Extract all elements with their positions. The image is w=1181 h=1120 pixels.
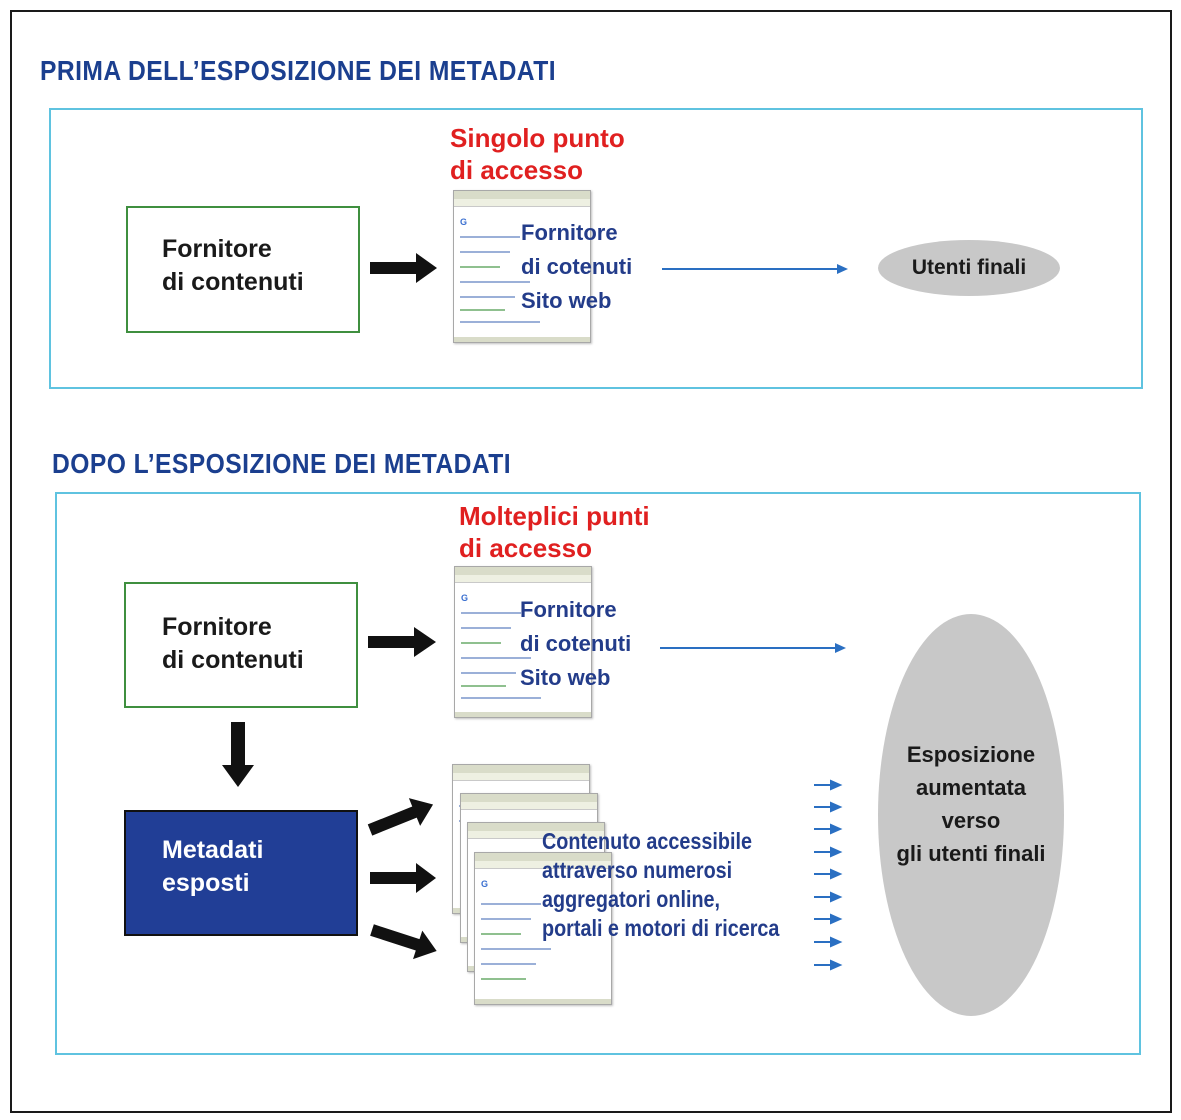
black-arrow-icon: [367, 798, 434, 836]
small-blue-arrows: [814, 779, 843, 971]
end-users-ellipse: [878, 240, 1060, 296]
provider-label-line: di contenuti: [162, 268, 304, 296]
multiple-access-points-label: Molteplici punti di accesso: [459, 501, 650, 563]
black-arrow-icon: [370, 924, 437, 960]
before-content-provider-box: Fornitore di contenuti: [126, 206, 360, 333]
after-website-label: Fornitore di cotenuti Sito web: [520, 597, 632, 690]
before-section-title: PRIMA DELL’ESPOSIZIONE DEI METADATI: [40, 55, 556, 86]
black-arrow-icon: [368, 627, 436, 657]
provider-label-line: di contenuti: [162, 646, 304, 674]
provider-label-line: Fornitore: [162, 613, 272, 641]
aggregator-screenshot: G: [474, 852, 612, 1005]
black-arrow-icon: [370, 863, 436, 893]
black-arrow-icon: [370, 253, 437, 283]
metadata-label-line: Metadati: [162, 836, 264, 864]
after-panel: [55, 492, 1141, 1055]
increased-exposure-label: Esposizione aumentata verso gli utenti f…: [896, 742, 1046, 866]
aggregators-label: Contenuto accessibile attraverso numeros…: [542, 828, 780, 941]
browser-logo-icon: G: [461, 593, 469, 603]
exposed-metadata-box: Metadati esposti: [124, 810, 358, 936]
browser-logo-icon: G: [460, 217, 468, 227]
black-down-arrow-icon: [222, 722, 254, 787]
website-screenshot: G: [453, 190, 591, 343]
outer-frame: [10, 10, 1172, 1113]
website-screenshot: G: [454, 566, 592, 718]
single-access-point-label: Singolo punto di accesso: [450, 123, 625, 185]
increased-exposure-ellipse: [878, 614, 1064, 1016]
browser-logo-icon: G: [481, 879, 489, 889]
metadata-label-line: esposti: [162, 869, 250, 897]
before-website-label: Fornitore di cotenuti Sito web: [521, 220, 633, 313]
before-panel: [49, 108, 1143, 389]
end-users-label: Utenti finali: [911, 256, 1027, 279]
after-section-title: DOPO L’ESPOSIZIONE DEI METADATI: [52, 448, 512, 479]
after-content-provider-box: Fornitore di contenuti: [124, 582, 358, 708]
blue-arrow-head-icon: [835, 643, 846, 653]
provider-label-line: Fornitore: [162, 235, 272, 263]
blue-arrow-head-icon: [837, 264, 848, 274]
